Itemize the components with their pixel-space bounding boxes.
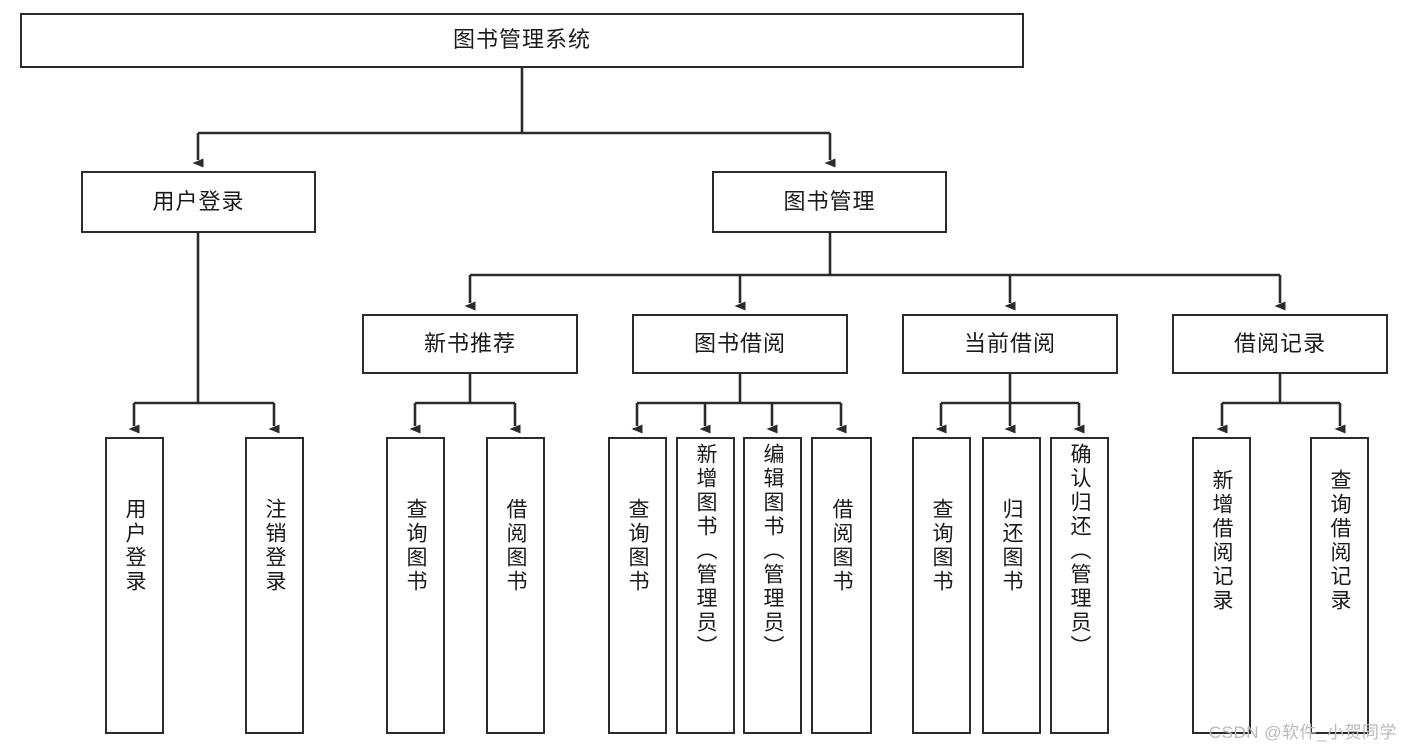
leaf-add-book-admin[interactable]: 新增图书（管理员） [676,437,735,734]
node-label: 当前借阅 [963,330,1056,356]
node-label: 图书管理系统 [452,27,591,53]
leaf-confirm-return-admin[interactable]: 确认归还（管理员） [1050,437,1109,734]
node-label: 查询图书 [404,498,427,594]
node-label: 查询图书 [930,498,953,594]
node-label: 编辑图书（管理员） [761,443,784,659]
node-label: 查询借阅记录 [1328,469,1351,613]
leaf-borrow-book-new-rec[interactable]: 借阅图书 [486,437,545,734]
node-new-book-recommendation[interactable]: 新书推荐 [362,314,578,374]
node-borrowing-record[interactable]: 借阅记录 [1172,314,1388,374]
leaf-query-book-current[interactable]: 查询图书 [912,437,971,734]
leaf-query-book-borrow[interactable]: 查询图书 [608,437,667,734]
node-label: 新增借阅记录 [1210,469,1233,613]
node-label: 新书推荐 [423,330,516,356]
node-label: 确认归还（管理员） [1068,443,1091,659]
node-book-borrowing[interactable]: 图书借阅 [632,314,848,374]
node-label: 图书管理 [783,188,876,214]
leaf-borrow-book-borrow[interactable]: 借阅图书 [811,437,872,734]
node-label: 借阅记录 [1233,330,1326,356]
leaf-logout-login[interactable]: 注销登录 [245,437,304,734]
node-root-book-management-system[interactable]: 图书管理系统 [20,13,1024,68]
node-label: 图书借阅 [693,330,786,356]
node-label: 注销登录 [263,498,286,594]
node-label: 新增图书（管理员） [694,443,717,659]
leaf-query-borrow-record[interactable]: 查询借阅记录 [1310,437,1369,734]
leaf-add-borrow-record[interactable]: 新增借阅记录 [1192,437,1251,734]
node-label: 查询图书 [626,498,649,594]
leaf-return-book[interactable]: 归还图书 [982,437,1041,734]
node-book-management[interactable]: 图书管理 [712,171,947,233]
node-label: 用户登录 [152,188,245,214]
leaf-query-book-new-rec[interactable]: 查询图书 [386,437,445,734]
node-label: 归还图书 [1000,498,1023,594]
csdn-watermark: CSDN @软件_小贺同学 [1208,723,1397,742]
node-label: 用户登录 [123,498,146,594]
node-label: 借阅图书 [830,498,853,594]
leaf-edit-book-admin[interactable]: 编辑图书（管理员） [743,437,802,734]
node-current-borrowing[interactable]: 当前借阅 [902,314,1118,374]
node-user-login[interactable]: 用户登录 [81,171,316,233]
leaf-user-login[interactable]: 用户登录 [105,437,164,734]
node-label: 借阅图书 [504,498,527,594]
